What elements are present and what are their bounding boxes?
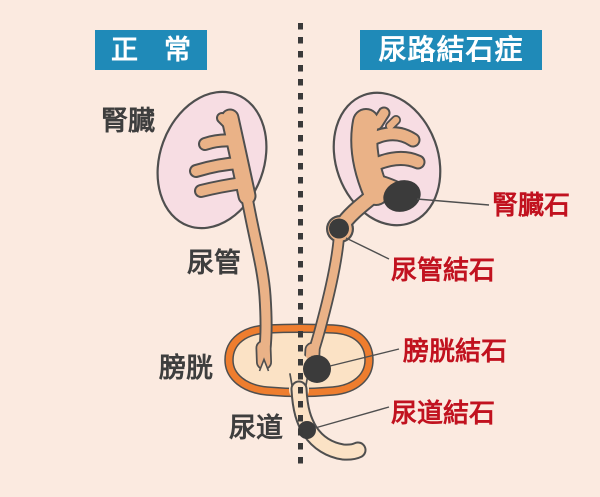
label-ureter: 尿管 [187, 248, 241, 278]
label-urethra-stone: 尿道結石 [391, 398, 496, 428]
label-kidney: 腎臓 [101, 106, 155, 136]
bladder-stone-shape [303, 355, 331, 383]
label-kidney-stone: 腎臓石 [492, 190, 571, 220]
kidney-stone-shape [383, 180, 421, 212]
label-ureter-stone: 尿管結石 [391, 255, 496, 285]
label-urethra: 尿道 [229, 413, 283, 443]
label-bladder: 膀胱 [159, 353, 213, 383]
leader-line-urethra-stone [314, 406, 390, 429]
header-normal: 正常 [95, 30, 207, 70]
ureter-stone-shape [329, 218, 349, 239]
left-ureter-tip-notch [258, 357, 270, 372]
leader-line-ureter-stone [345, 237, 390, 260]
leader-lines [314, 198, 490, 429]
leader-line-bladder-stone [329, 348, 400, 367]
leader-line-kidney-stone [416, 198, 490, 206]
label-bladder-stone: 膀胱結石 [403, 336, 508, 366]
header-urolithiasis: 尿路結石症 [360, 30, 542, 70]
